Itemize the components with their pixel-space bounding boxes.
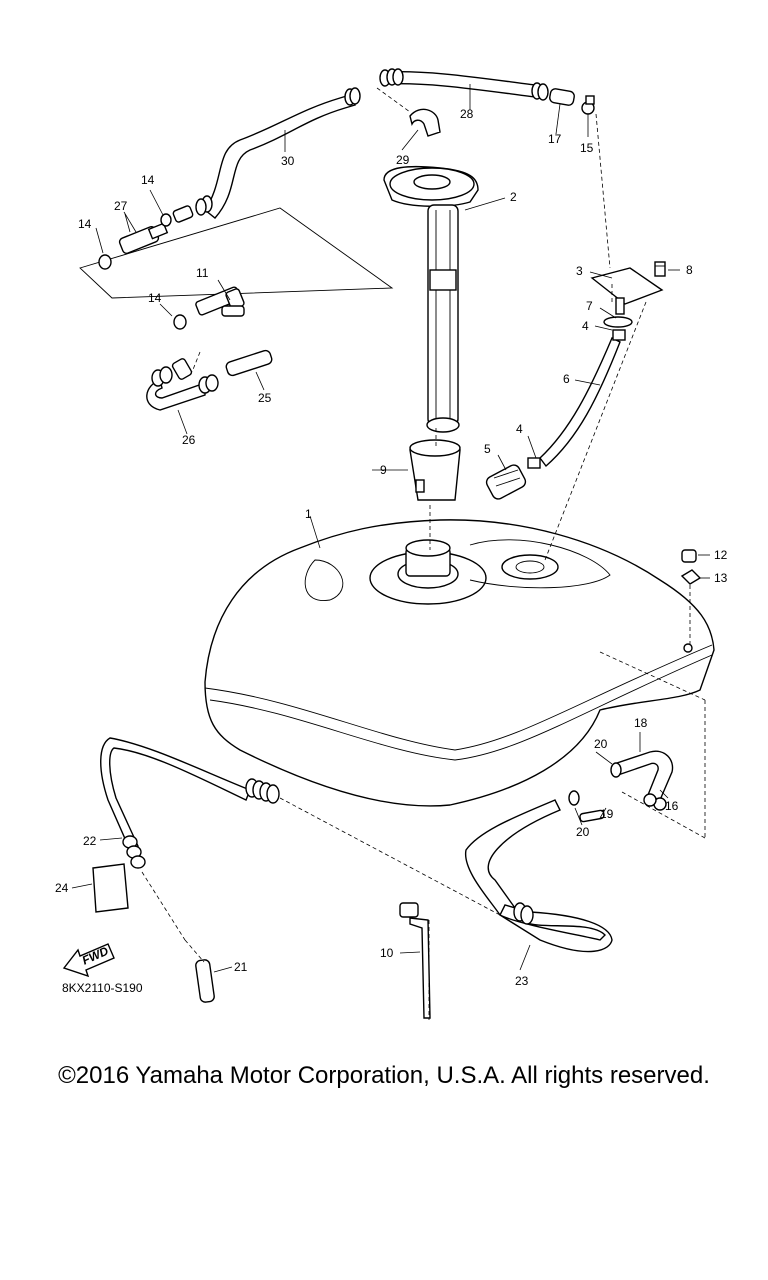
callout-21: 21 [234,960,248,974]
callout-2: 2 [510,190,517,204]
callout-5: 5 [484,442,491,456]
filler-cap-2 [383,165,479,207]
callout-22: 22 [83,834,97,848]
clamp-16 [643,793,667,811]
callout-28: 28 [460,107,474,121]
callout-29: 29 [396,153,410,167]
callout-17: 17 [548,132,562,146]
callout-1: 1 [305,507,312,521]
sender-plate-3 [590,267,664,315]
callout-13: 13 [714,571,728,585]
callout-26: 26 [182,433,196,447]
callout-7: 7 [586,299,593,313]
alignment-lines [141,87,706,1020]
fuel-tank-exploded-diagram: 1 2 3 4 4 5 6 7 8 9 10 11 12 13 14 14 14… [55,68,728,1020]
callout-3: 3 [576,264,583,278]
leader-lines [71,84,710,973]
filler-strainer [426,204,460,433]
callout-labels: 1 2 3 4 4 5 6 7 8 9 10 11 12 13 14 14 14… [55,107,728,988]
callout-23: 23 [515,974,529,988]
hose-25 [225,349,273,377]
vent-hose-28 [379,68,549,101]
fwd-arrow-icon: FWD [62,943,115,978]
fitting-group [79,205,394,330]
callout-10: 10 [380,946,394,960]
callout-27: 27 [114,199,128,213]
copyright-notice: ©2016 Yamaha Motor Corporation, U.S.A. A… [58,1062,710,1089]
holder-29 [409,108,441,137]
callout-16: 16 [665,799,679,813]
overflow-hose-23 [465,799,613,953]
clip-20-upper [610,762,622,778]
bolt-8 [654,261,666,277]
callout-14b: 14 [78,217,92,231]
pad-24 [92,863,129,913]
drain-hose-21 [195,959,215,1003]
vent-hose-30 [195,87,361,219]
callout-12: 12 [714,548,728,562]
hose-17 [549,88,575,106]
clamp-15 [581,95,595,115]
vent-hose-26 [146,358,219,411]
callout-20a: 20 [594,737,608,751]
nut-12 [681,549,697,563]
band-10 [399,902,431,1019]
drain-hose-22 [100,737,280,869]
callout-4a: 4 [582,319,589,333]
callout-30: 30 [281,154,295,168]
callout-4b: 4 [516,422,523,436]
fuel-filter-5 [485,464,527,500]
fuel-hose-6 [527,329,626,469]
fuel-tank-1 [204,519,715,807]
joint-19 [579,809,605,823]
callout-20b: 20 [576,825,590,839]
clip-20-lower [568,790,580,806]
callout-9: 9 [380,463,387,477]
callout-11: 11 [196,266,209,280]
callout-6: 6 [563,372,570,386]
callout-24: 24 [55,881,69,895]
filler-neck-9 [409,439,461,501]
callout-14c: 14 [148,291,162,305]
callout-19: 19 [600,807,614,821]
callout-14a: 14 [141,173,155,187]
diagram-code: 8KX2110-S190 [62,981,143,995]
callout-25: 25 [258,391,272,405]
callout-15: 15 [580,141,594,155]
gasket-7 [603,316,633,328]
callout-18: 18 [634,716,648,730]
callout-8: 8 [686,263,693,277]
washer-13 [680,569,702,585]
